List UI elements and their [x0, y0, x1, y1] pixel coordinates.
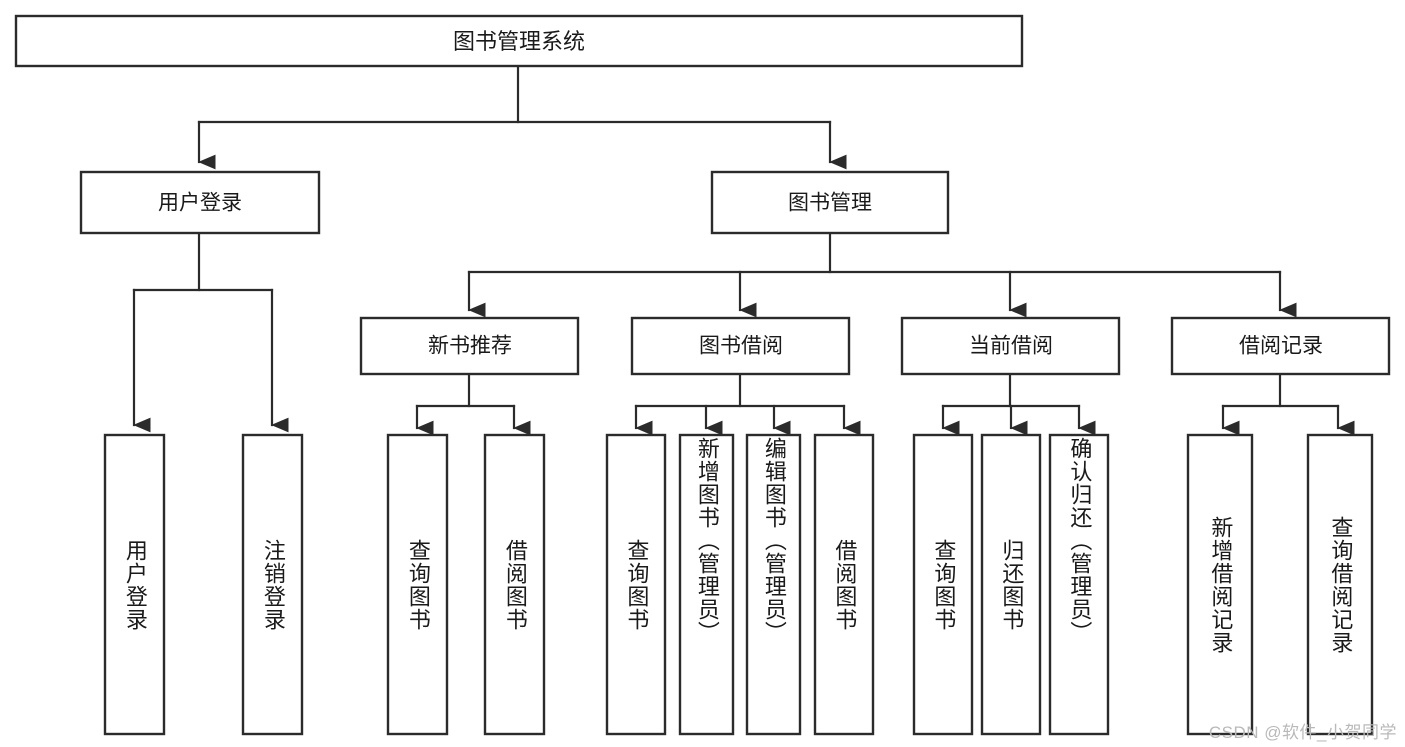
node-user-login[interactable]: 用户登录: [79, 170, 321, 235]
node-new-book-recommend[interactable]: 新书推荐: [359, 316, 580, 376]
node-current-borrow[interactable]: 当前借阅: [900, 316, 1121, 376]
leaf-box-user-login-1[interactable]: [103, 433, 166, 736]
node-root-label: 图书管理系统: [453, 29, 585, 54]
node-book-borrow[interactable]: 图书借阅: [630, 316, 851, 376]
connector-bookmgmt-to-level3: [467, 231, 1297, 318]
connector-newbook-to-leaves: [415, 372, 531, 436]
node-book-management[interactable]: 图书管理: [710, 170, 950, 235]
node-borrow-record[interactable]: 借阅记录: [1170, 316, 1391, 376]
node-book-borrow-label: 图书借阅: [699, 335, 783, 358]
leaf-box-current-2[interactable]: [980, 433, 1042, 736]
node-borrow-record-label: 借阅记录: [1239, 335, 1323, 358]
leaf-box-record-2[interactable]: [1306, 433, 1374, 736]
node-book-management-label: 图书管理: [788, 192, 872, 215]
leaf-box-borrow-3[interactable]: [745, 433, 802, 736]
node-user-login-label: 用户登录: [158, 192, 242, 215]
leaf-box-current-1[interactable]: [912, 433, 974, 736]
connector-borrow-to-leaves: [634, 372, 861, 436]
connector-root-to-level2: [197, 64, 847, 170]
leaf-box-record-1[interactable]: [1186, 433, 1254, 736]
node-root-system[interactable]: 图书管理系统: [14, 14, 1024, 68]
leaf-box-borrow-1[interactable]: [605, 433, 667, 736]
leaf-box-borrow-2[interactable]: [678, 433, 735, 736]
node-current-borrow-label: 当前借阅: [969, 335, 1053, 358]
csdn-watermark: CSDN @软件_小贺同学: [1208, 723, 1397, 742]
leaf-box-newbook-2[interactable]: [483, 433, 546, 736]
connector-record-to-leaves: [1221, 372, 1355, 436]
leaf-box-borrow-4[interactable]: [813, 433, 875, 736]
leaf-box-user-login-2[interactable]: [241, 433, 304, 736]
leaf-box-current-3[interactable]: [1048, 433, 1110, 736]
connector-userlogin-to-leaves: [132, 231, 289, 433]
connector-currentborrow-to-leaves: [941, 372, 1096, 436]
leaf-box-newbook-1[interactable]: [386, 433, 449, 736]
node-new-book-recommend-label: 新书推荐: [428, 335, 512, 358]
